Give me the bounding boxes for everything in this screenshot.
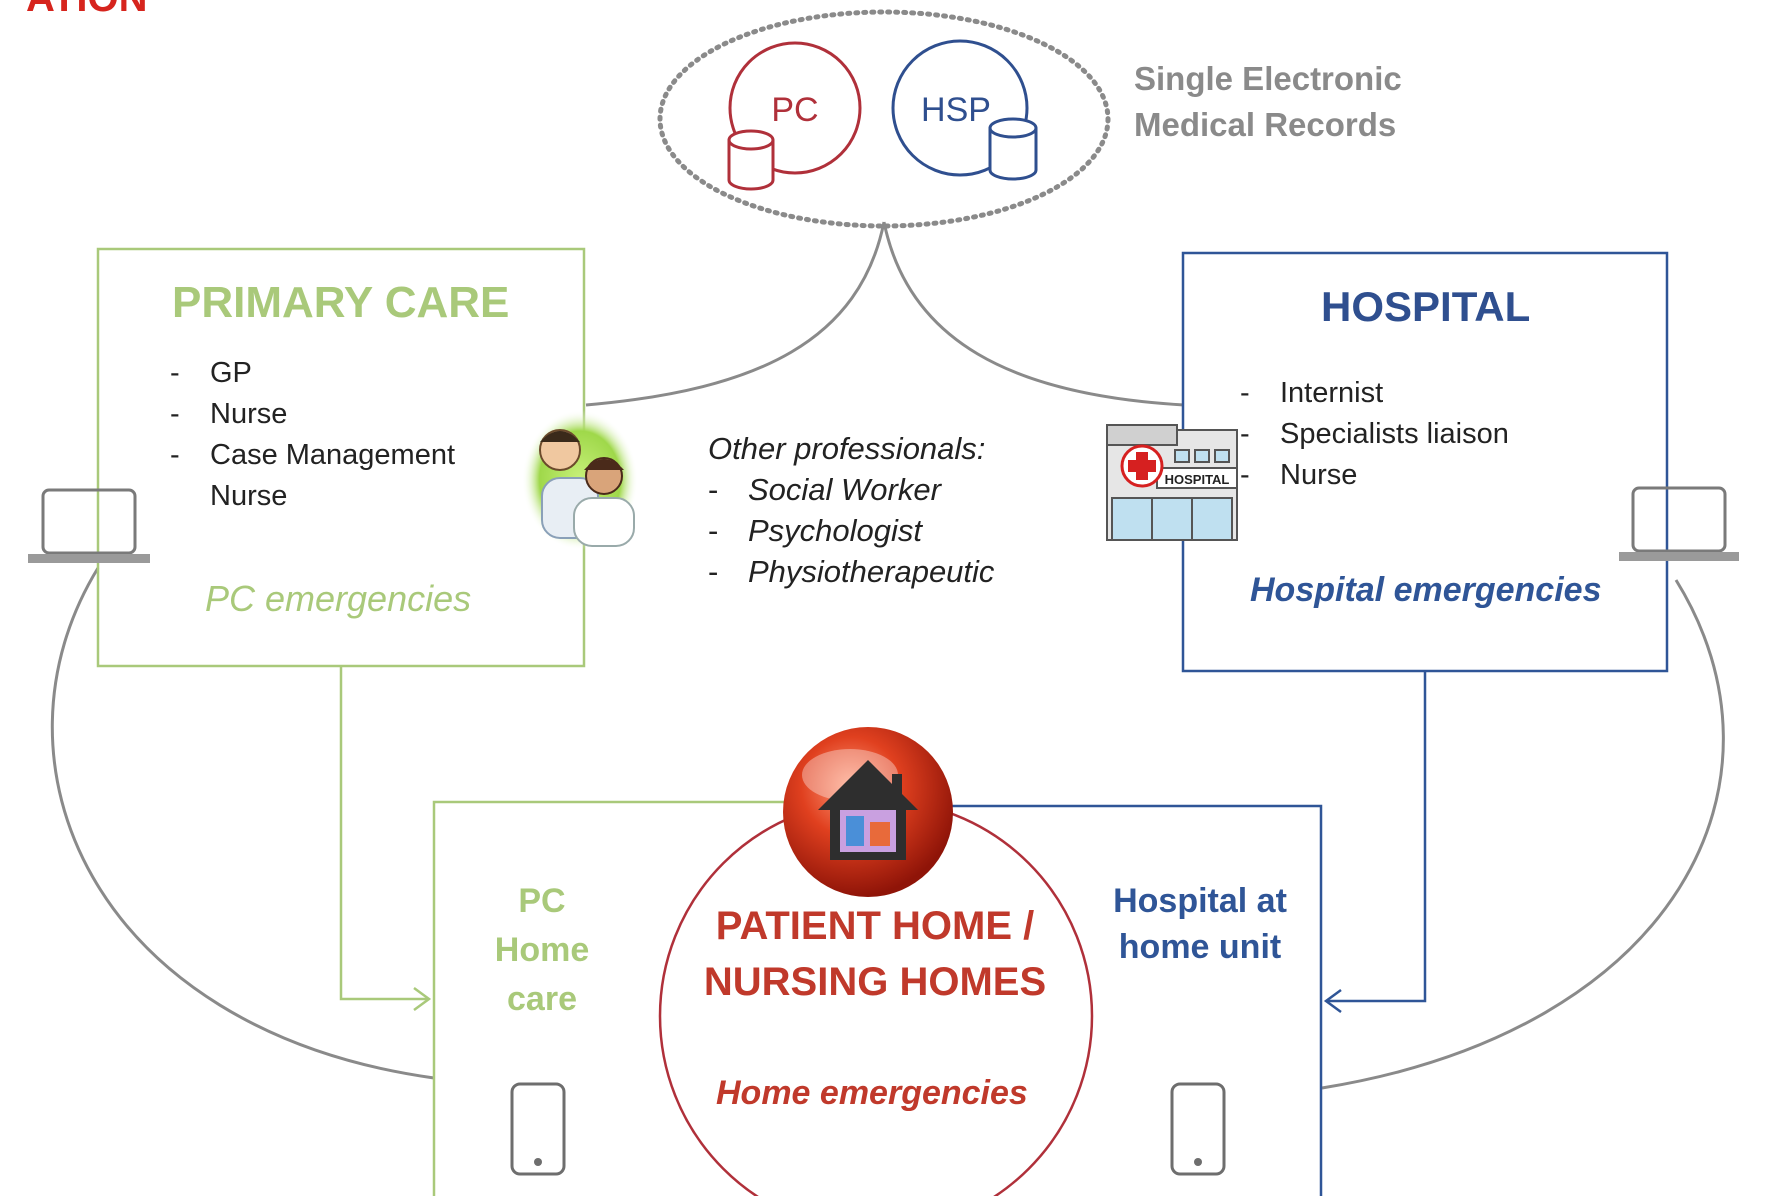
arc-left	[50, 567, 435, 1080]
hospital-item: Nurse	[1240, 455, 1509, 496]
phone-icon	[510, 1082, 566, 1176]
arrow-pc-to-home	[339, 666, 428, 1001]
primary-care-item-continuation: Nurse	[210, 480, 288, 512]
house-icon	[783, 727, 953, 897]
other-professional-item: Social Worker	[708, 469, 994, 510]
pc-emergencies-label: PC emergencies	[205, 578, 472, 619]
records-title: Single Electronic Medical Records	[1134, 56, 1402, 148]
records-title-line1: Single Electronic	[1134, 60, 1402, 97]
database-icon	[727, 129, 775, 191]
primary-care-title: PRIMARY CARE	[172, 278, 510, 327]
arrow-hsp-to-home	[1327, 671, 1427, 1003]
pc-home-care-label: PC Home care	[490, 877, 594, 1024]
hospital-list: Internist Specialists liaison Nurse	[1240, 373, 1509, 496]
other-professionals: Other professionals: Social Worker Psych…	[708, 428, 994, 592]
arrow-head-pc	[413, 986, 432, 1012]
hospital-at-home-line: Hospital at	[1113, 882, 1287, 920]
hospital-item: Specialists liaison	[1240, 414, 1509, 455]
laptop-icon	[28, 488, 150, 563]
laptop-icon	[1619, 486, 1739, 561]
hospital-at-home-label: Hospital at home unit	[1100, 878, 1300, 970]
doctor-nurse-icon	[522, 410, 638, 550]
connector-records-primary-care	[585, 221, 886, 407]
pc-record-label: PC	[771, 91, 818, 129]
hospital-emergencies-label: Hospital emergencies	[1250, 571, 1602, 609]
arc-right	[1321, 579, 1725, 1090]
other-professional-item: Psychologist	[708, 510, 994, 551]
hospital-item: Internist	[1240, 373, 1509, 414]
pc-home-care-line: care	[507, 980, 577, 1018]
hospital-sign-text: HOSPITAL	[1165, 472, 1230, 487]
primary-care-item: Nurse	[170, 394, 455, 435]
home-box-right-border	[884, 804, 1323, 1196]
home-emergencies-label: Home emergencies	[716, 1074, 1028, 1112]
hospital-title: HOSPITAL	[1321, 283, 1531, 330]
pc-record-circle	[728, 41, 862, 175]
patient-home-title: PATIENT HOME / NURSING HOMES	[690, 898, 1060, 1010]
records-ellipse	[657, 9, 1111, 229]
hsp-record-label: HSP	[921, 91, 991, 129]
pc-home-care-line: PC	[518, 882, 566, 920]
pc-home-care-line: Home	[494, 931, 590, 969]
arrow-head-hsp	[1323, 988, 1342, 1014]
other-professionals-heading: Other professionals:	[708, 431, 986, 466]
page-header-fragment: ATION	[26, 0, 147, 21]
hsp-record-circle	[891, 39, 1029, 177]
phone-icon	[1170, 1082, 1226, 1176]
primary-care-item: GP	[170, 353, 455, 394]
patient-home-line: PATIENT HOME /	[715, 904, 1035, 948]
primary-care-item: Case Management	[170, 435, 455, 476]
patient-home-line: NURSING HOMES	[703, 960, 1047, 1004]
primary-care-list: GP Nurse Case Management Nurse	[170, 353, 455, 517]
connector-records-hospital	[882, 221, 1185, 407]
database-icon	[988, 117, 1038, 181]
hospital-building-icon	[1106, 424, 1238, 541]
hospital-at-home-line: home unit	[1118, 928, 1282, 966]
home-box-left-border	[432, 800, 884, 1196]
records-title-line2: Medical Records	[1134, 106, 1397, 143]
other-professional-item: Physiotherapeutic	[708, 551, 994, 592]
